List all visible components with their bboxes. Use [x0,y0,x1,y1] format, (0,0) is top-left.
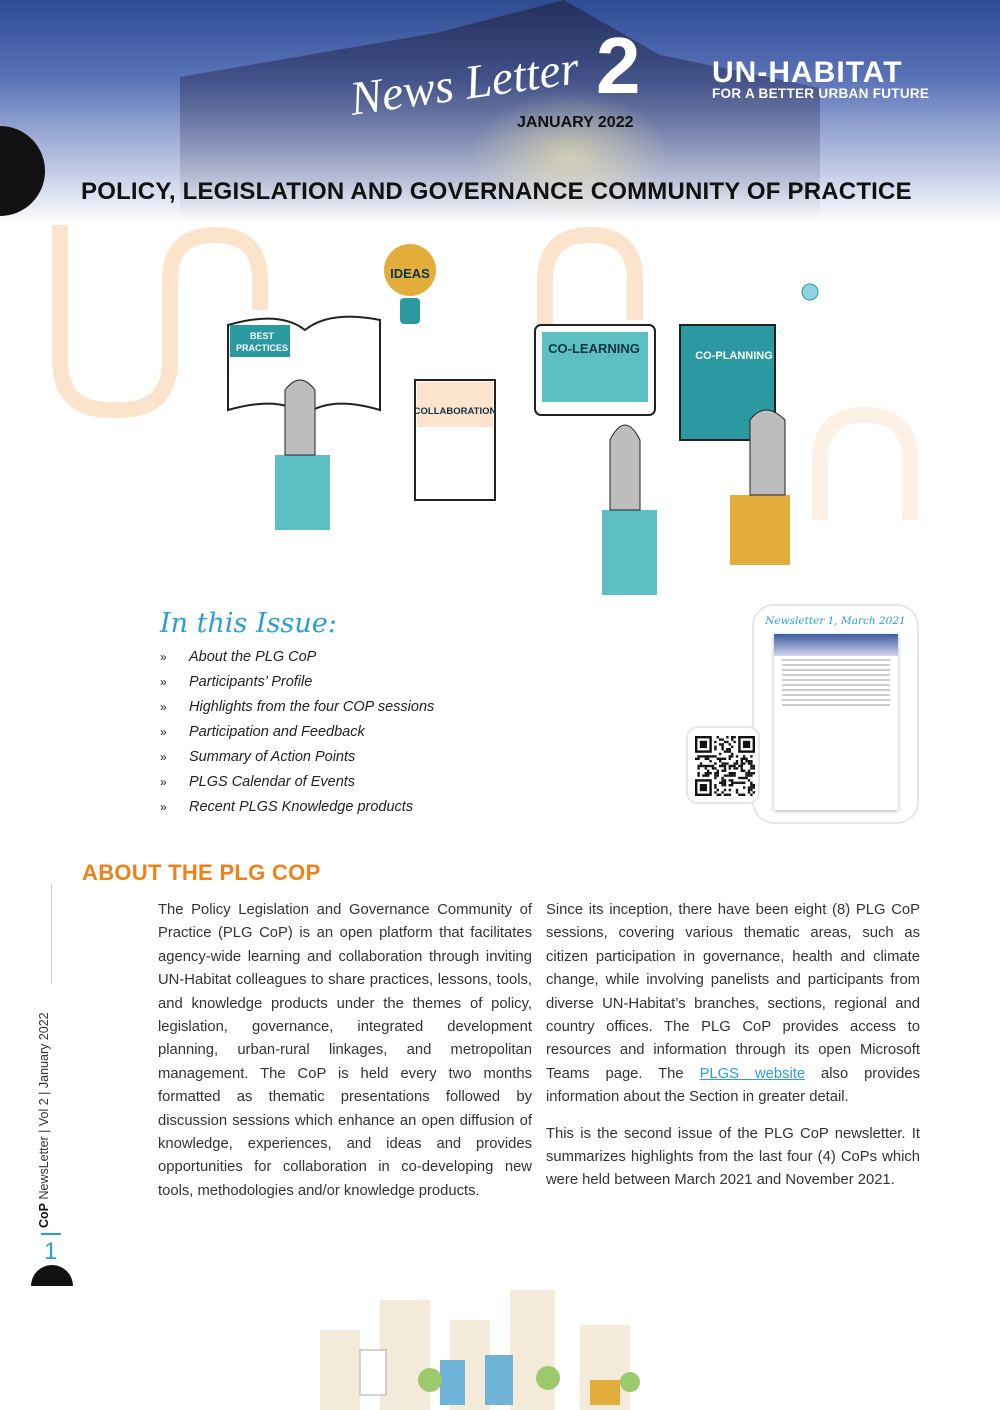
city-skyline-illustration [320,1290,640,1410]
section-heading-about: ABOUT THE PLG COP [82,860,321,885]
issue-item: »PLGS Calendar of Events [160,774,356,790]
issue-item: »Participation and Feedback [160,724,365,740]
previous-newsletter-caption: Newsletter 1, March 2021 [765,615,906,627]
issue-item: »Recent PLGS Knowledge products [160,799,414,815]
issue-item: »Summary of Action Points [160,749,356,765]
divider [51,884,52,984]
collaboration-label: COLLABORATION [414,406,497,417]
decorative-blob [31,1265,73,1286]
newsletter-thumbnail[interactable] [774,634,898,810]
issue-heading: In this Issue: [160,608,337,639]
issue-number: 2 [596,21,641,110]
plgs-website-link[interactable]: PLGS website [699,1065,806,1082]
page-number: 1 [44,1238,58,1265]
hero-illustration: IDEAS BEST PRACTICES COLLABORATION CO-LE… [52,225,918,595]
in-this-issue: In this Issue: »About the PLG CoP »Partic… [160,608,434,824]
sidebar-label: CoP NewsLetter | Vol 2 | January 2022 [37,1012,51,1228]
issue-item: »Highlights from the four COP sessions [160,699,435,715]
issue-item: »About the PLG CoP [160,649,317,665]
qr-code[interactable] [686,726,760,804]
previous-newsletter-card[interactable]: Newsletter 1, March 2021 [752,604,919,824]
issue-date: JANUARY 2022 [517,114,634,131]
co-planning-label: CO-PLANNING [695,350,773,362]
co-learning-label: CO-LEARNING [548,341,640,356]
page-title: POLICY, LEGISLATION AND GOVERNANCE COMMU… [81,178,912,205]
ideas-label: IDEAS [390,266,430,281]
issue-item: »Participants’ Profile [160,674,313,690]
issue-list: »About the PLG CoP »Participants’ Profile… [160,649,434,824]
about-right-column: Since its inception, there have been eig… [546,902,921,1189]
about-left-column: The Policy Legislation and Governance Co… [158,902,532,1199]
best-practices-label: BEST [250,331,275,341]
best-practices-label: PRACTICES [236,343,288,353]
